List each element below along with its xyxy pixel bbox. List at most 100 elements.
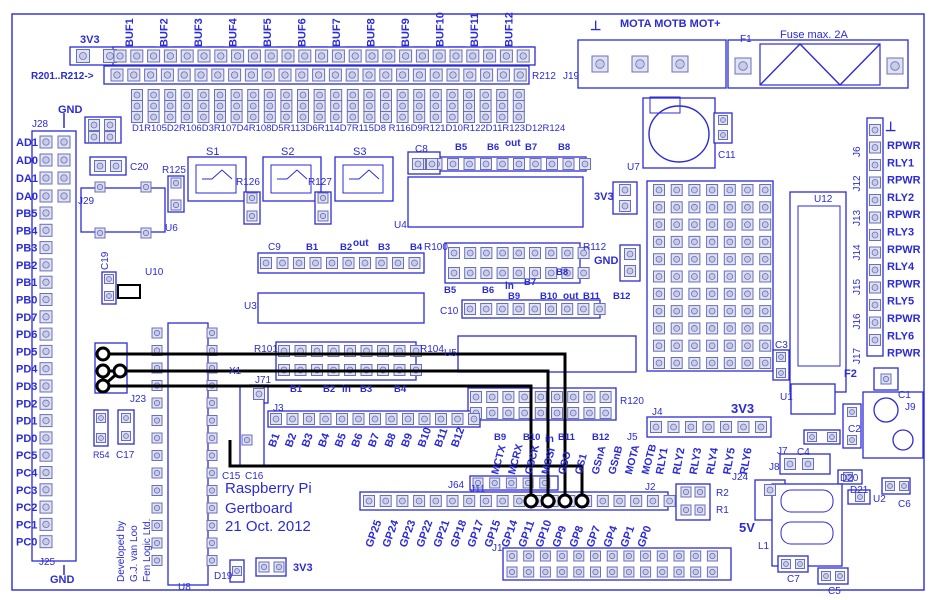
pad-hole [366,91,373,99]
pad-hole [595,59,605,69]
left-pin-label: PD7 [16,312,37,324]
pad-hole [401,52,410,60]
in-f-label: in [545,434,554,445]
pad-hole [531,249,539,257]
pad-hole [482,113,489,121]
relay-header-label: J13 [852,209,863,226]
pad-hole [314,71,323,79]
pad-hole [483,269,490,277]
j3-pin-label: B12 [449,426,467,449]
r112-label: R112 [583,242,607,253]
pad-hole [483,249,490,257]
board-outline [11,13,925,591]
pad-hole [673,203,681,211]
pad-hole [106,133,114,141]
pad-hole [761,221,769,228]
pad-hole [726,290,734,298]
pad-hole [449,113,456,121]
pad-hole [521,393,528,401]
pad-hole [133,91,141,99]
pad-hole [421,415,428,423]
pad-hole [626,267,634,275]
pad-hole [837,573,843,579]
pad-hole [691,221,698,228]
pad-hole [696,488,704,496]
pad-hole [673,238,681,246]
pad-hole [515,249,523,257]
pad-hole [691,255,698,263]
relay-right-label: RPWR [887,244,921,256]
j9-pin1 [873,397,899,423]
pad-hole [255,390,263,398]
pad-hole [469,52,477,60]
j3-pin-label: B11 [433,427,451,450]
left-pin-label: PB1 [16,277,37,289]
pad-hole [316,113,323,121]
pad-hole [761,290,769,298]
pad-hole [498,91,506,99]
pad-hole [450,249,458,257]
pad-hole [871,284,879,291]
pad-hole [532,160,539,168]
pad-hole [502,52,511,60]
pad-hole [655,325,663,332]
pad-hole [183,113,191,121]
switch-symbol [277,169,308,180]
pad-hole [437,415,445,423]
fuse-symbol [759,42,881,87]
pad-hole [592,552,599,560]
left-pin-label: PD4 [16,364,38,376]
pad-hole [708,325,716,332]
pad-hole [744,359,751,367]
pad-hole [153,329,161,337]
left-pin-label: PB2 [16,260,37,272]
fuse-label: Fuse max. 2A [780,29,849,41]
fuse-body [759,43,881,86]
relay-right-label: RLY6 [887,330,914,342]
pad-hole [569,409,577,417]
wire-pd3 [103,384,533,501]
pad-hole [673,186,681,194]
pad-hole [531,305,539,313]
pad-hole [153,539,161,547]
pad-hole [449,102,456,110]
pad-hole [250,52,259,60]
pad-hole [635,59,645,69]
pad-hole [378,259,385,267]
pad-hole [871,214,879,221]
pad-hole [166,91,174,99]
pad-hole [466,269,474,277]
s3-label: S3 [353,146,366,158]
pad-hole [249,91,257,99]
pad-hole [172,179,180,187]
pad-hole [180,71,188,79]
pad-hole [505,393,512,401]
jumper-wires [95,346,590,509]
pad-hole [112,162,120,170]
pad-hole [740,423,747,431]
pad-hole [691,325,698,332]
gnd-bottom-label: GND [50,574,75,586]
credit-line2: G.J. van Loo [129,525,140,582]
pad-hole [602,393,609,401]
pad-hole [655,186,663,194]
pad-hole [153,399,161,407]
pad-hole [757,423,765,431]
pad-hole [655,359,663,367]
r54-label: R54 [93,450,110,460]
u8-outline [167,322,209,586]
pad-hole [298,71,306,79]
pad-hole [726,238,734,246]
left-pin-label: PC4 [16,468,38,480]
pad-hole [499,269,506,277]
pad-hole [621,202,629,210]
relay-label: RLY2 [671,447,688,476]
pad-hole [708,342,716,350]
pad-hole [42,313,50,321]
pad-hole [465,113,473,121]
relay-label: RLY4 [705,446,722,476]
pad-hole [691,203,698,211]
pad-hole [394,259,402,267]
pad-hole [575,568,582,576]
title-line1: Raspberry Pi [225,480,312,497]
